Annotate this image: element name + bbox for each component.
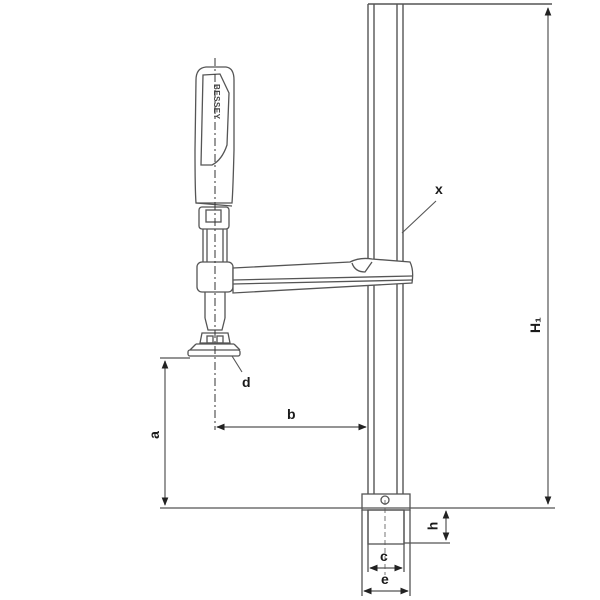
- pressure-plate: [187, 332, 241, 357]
- dim-a: [160, 357, 190, 506]
- label-c: c: [380, 548, 388, 564]
- label-x: x: [435, 181, 443, 197]
- label-b: b: [287, 406, 296, 422]
- label-e: e: [381, 571, 389, 587]
- leader-x: [401, 200, 437, 234]
- label-d: d: [242, 374, 251, 390]
- label-a: a: [145, 431, 162, 439]
- leader-d: [231, 355, 243, 373]
- arm: [196, 257, 414, 294]
- base-collar: [361, 493, 411, 596]
- handle-brand: BESSEY: [212, 84, 221, 120]
- dim-h: [404, 510, 450, 544]
- label-h: h: [424, 521, 441, 531]
- label-h1: H₁: [526, 317, 543, 333]
- rail: [367, 3, 552, 494]
